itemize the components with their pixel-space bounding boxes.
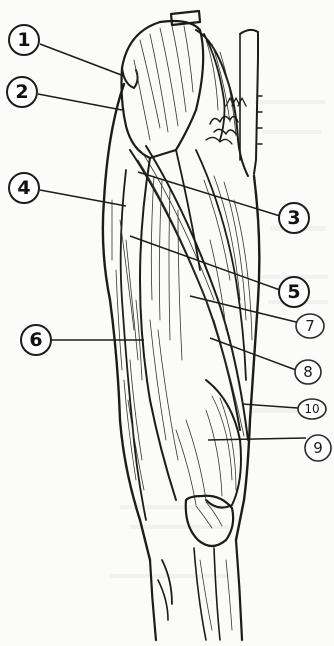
leader-9: [208, 438, 306, 440]
callout-label-10: 10: [304, 402, 319, 416]
callout-label-4: 4: [17, 177, 30, 199]
iliotibial-tract: [112, 170, 146, 520]
callout-7: 7: [296, 314, 324, 338]
tensor-fasciae-latae: [122, 21, 204, 158]
callout-6: 6: [21, 325, 51, 355]
callout-label-5: 5: [287, 281, 300, 303]
callout-5: 5: [279, 277, 309, 307]
callout-9: 9: [305, 435, 331, 461]
callout-8: 8: [295, 360, 321, 384]
callout-label-7: 7: [305, 317, 315, 335]
lower-leg: [150, 540, 242, 640]
callout-label-9: 9: [313, 439, 323, 457]
sartorius: [130, 146, 248, 440]
vastus-medialis: [176, 380, 241, 508]
callout-3: 3: [279, 203, 309, 233]
callout-1: 1: [9, 25, 39, 55]
leader-1: [40, 44, 124, 76]
callout-label-3: 3: [287, 207, 300, 229]
callout-label-2: 2: [15, 81, 28, 103]
callout-4: 4: [9, 173, 39, 203]
leader-4: [40, 190, 126, 206]
leader-5: [130, 236, 280, 290]
callout-10: 10: [298, 399, 326, 419]
callout-label-1: 1: [17, 29, 30, 51]
rectus-femoris: [140, 150, 200, 500]
callout-2: 2: [7, 77, 37, 107]
callout-label-6: 6: [29, 329, 42, 351]
callout-label-8: 8: [303, 363, 313, 381]
leader-2: [38, 94, 122, 110]
